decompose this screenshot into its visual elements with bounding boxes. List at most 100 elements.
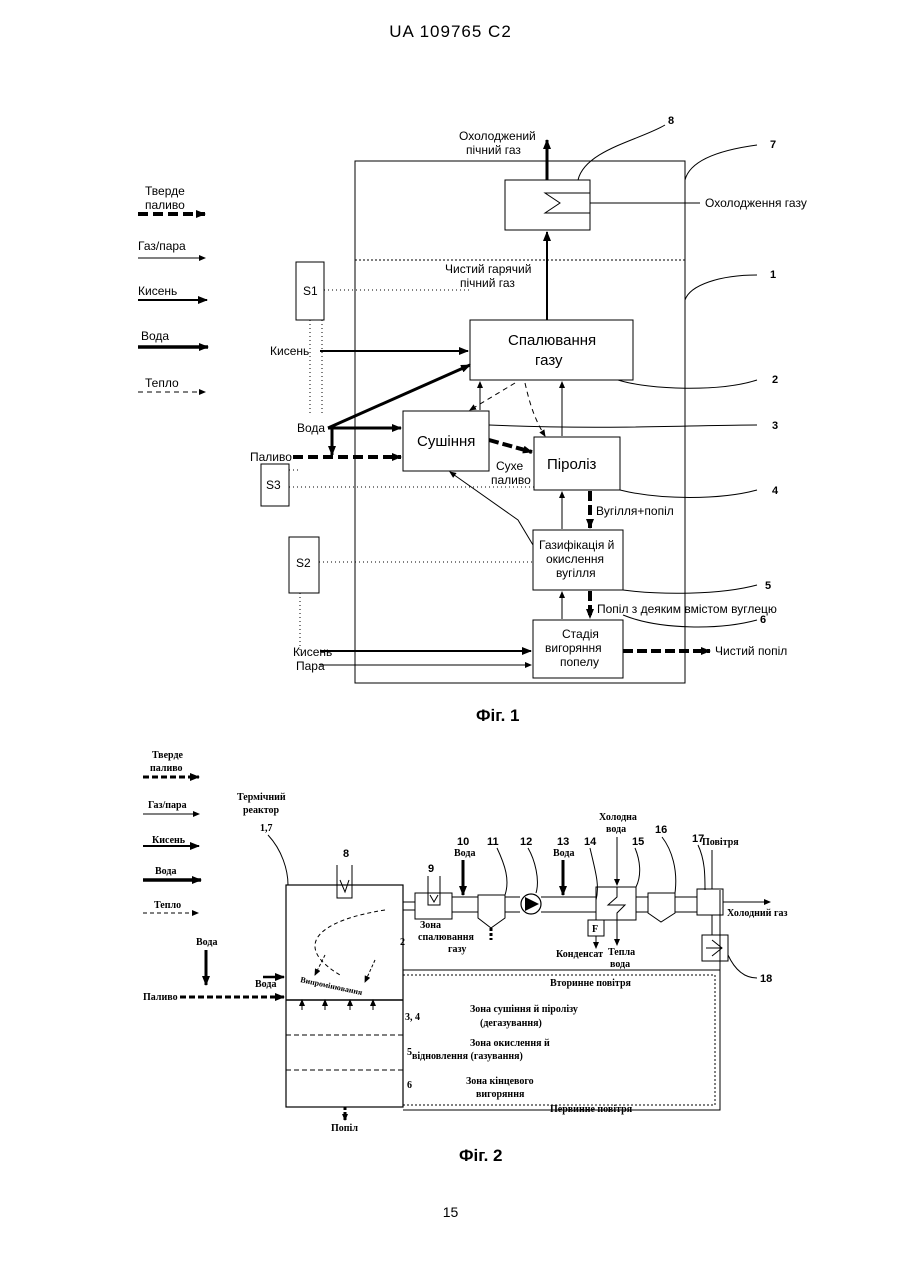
fig2-water10-label: Вода <box>454 848 475 859</box>
dry-pyro-zone-label-2: (дегазування) <box>480 1018 542 1029</box>
radiation-arrow-1 <box>315 955 325 975</box>
sensor-s1-label: S1 <box>303 284 318 298</box>
fig2-ref-15: 15 <box>632 836 644 848</box>
fig2-legend-water: Вода <box>155 866 176 877</box>
sensor-s3-label: S3 <box>266 478 281 492</box>
cold-water-label-1: Холодна <box>599 812 637 823</box>
fig2-legend-heat: Тепло <box>154 900 181 911</box>
final-zone-label-2: вигоряння <box>476 1089 525 1100</box>
heat-to-drying-arrow <box>470 383 515 410</box>
combustion-label-1: Спалювання <box>508 332 596 349</box>
fig2-ref-12: 12 <box>520 836 532 848</box>
fig2-ref-13: 13 <box>557 836 569 848</box>
leader-15 <box>635 848 640 887</box>
page-number: 15 <box>0 1204 901 1220</box>
zone-num-34: 3, 4 <box>405 1012 420 1023</box>
figure-1: Тверде паливо Газ/пара Кисень Вода Тепло… <box>138 115 807 725</box>
cold-gas-label: Холодний газ <box>727 908 788 919</box>
fig2-fuel-label: Паливо <box>143 992 178 1003</box>
air-label: Повітря <box>702 837 739 848</box>
air-duct-outer <box>403 975 715 1105</box>
legend-solid-fuel-1: Тверде <box>145 184 185 198</box>
burnout-label-3: попелу <box>560 655 599 669</box>
fig2-legend-solid-fuel-1: Тверде <box>152 750 183 761</box>
reactor-num-label: 1,7 <box>260 823 273 834</box>
oxid-zone-label-1: Зона окислення й <box>470 1038 550 1049</box>
reactor-label-2: реактор <box>243 805 280 816</box>
sensor-s2-label: S2 <box>296 556 311 570</box>
leader-12 <box>528 848 537 893</box>
radiation-curve <box>315 910 385 975</box>
warm-water-label-2: вода <box>610 959 630 970</box>
combustion-zone-label-3: газу <box>448 944 466 955</box>
fig2-water13-label: Вода <box>553 848 574 859</box>
combustion-zone-label-2: спалювання <box>418 932 474 943</box>
ref-num-8: 8 <box>668 115 674 127</box>
burnout-label-1: Стадія <box>562 627 599 641</box>
heat-exchanger-icon <box>545 193 590 213</box>
primary-air-label: Первинне повітря <box>550 1104 633 1115</box>
steam-label: Пара <box>296 659 325 673</box>
ref-num-5: 5 <box>765 580 771 592</box>
clean-hot-gas-label-2: пічний газ <box>460 276 515 290</box>
leader-16 <box>662 837 676 893</box>
ref-num-6: 6 <box>760 614 766 626</box>
coal-ash-label: Вугілля+попіл <box>596 504 674 518</box>
gasification-label-2: окислення <box>546 552 604 566</box>
leader-17 <box>698 845 705 890</box>
combustion-zone-label-1: Зона <box>420 920 441 931</box>
fig2-ref-14: 14 <box>584 836 597 848</box>
clean-ash-label: Чистий попіл <box>715 644 787 658</box>
fig2-ref-9: 9 <box>428 863 434 875</box>
separator-16 <box>648 893 675 922</box>
legend-oxygen: Кисень <box>138 284 177 298</box>
fig2-ref-16: 16 <box>655 824 667 836</box>
gas-cooling-label: Охолодження газу <box>705 196 807 210</box>
fig2-ref-11: 11 <box>487 836 499 848</box>
reactor-leader <box>268 835 288 885</box>
fig2-legend-oxygen: Кисень <box>152 835 186 846</box>
fig2-water-in-label: Вода <box>196 937 217 948</box>
condenser-15-icon <box>608 887 625 930</box>
fig2-ref-18: 18 <box>760 973 772 985</box>
secondary-air-label: Вторинне повітря <box>550 978 632 989</box>
combustion-label-2: газу <box>535 352 563 369</box>
ref-num-2: 2 <box>772 374 778 386</box>
drying-label: Сушіння <box>417 433 475 450</box>
fig2-legend-gas: Газ/пара <box>148 800 187 811</box>
clean-hot-gas-label-1: Чистий гарячий <box>445 262 531 276</box>
dry-fuel-label-1: Сухе <box>496 459 524 473</box>
gas-cooler-box <box>505 180 590 230</box>
fig2-ref-10: 10 <box>457 836 469 848</box>
leader-11 <box>497 848 507 895</box>
cooled-gas-label-1: Охолоджений <box>459 129 536 143</box>
fig1-legend: Тверде паливо Газ/пара Кисень Вода Тепло <box>138 184 208 392</box>
fig1-caption: Фіг. 1 <box>476 706 520 725</box>
fig2-ref-8: 8 <box>343 848 349 860</box>
fig2-sensor-8 <box>337 865 352 898</box>
legend-heat: Тепло <box>145 376 179 390</box>
ash-label: Попіл <box>331 1123 358 1134</box>
radiation-arrow-2 <box>365 960 375 982</box>
final-zone-label-1: Зона кінцевого <box>466 1076 534 1087</box>
zone-num-2: 2 <box>400 937 405 948</box>
heat-to-pyrolysis-arrow <box>525 383 545 436</box>
ref-num-7: 7 <box>770 139 776 151</box>
dry-pyro-zone-label-1: Зона сушіння й піролізу <box>470 1004 578 1015</box>
water-label: Вода <box>297 421 325 435</box>
cold-water-label-2: вода <box>606 824 626 835</box>
gasification-label-1: Газифікація й <box>539 538 614 552</box>
exchanger-9 <box>415 893 452 919</box>
primary-air-duct <box>403 970 720 1110</box>
condensate-label: Конденсат <box>556 949 603 960</box>
reactor-label-1: Термічний <box>237 792 286 803</box>
pyrolysis-label: Піроліз <box>547 456 597 473</box>
cooled-gas-label-2: пічний газ <box>466 143 521 157</box>
combustion-block <box>470 320 633 380</box>
oxid-zone-label-2: відновлення (газування) <box>412 1051 523 1062</box>
fuel-label: Паливо <box>250 450 292 464</box>
zone-num-6: 6 <box>407 1080 412 1091</box>
dry-fuel-arrow <box>489 440 532 452</box>
dry-fuel-label-2: паливо <box>491 473 531 487</box>
